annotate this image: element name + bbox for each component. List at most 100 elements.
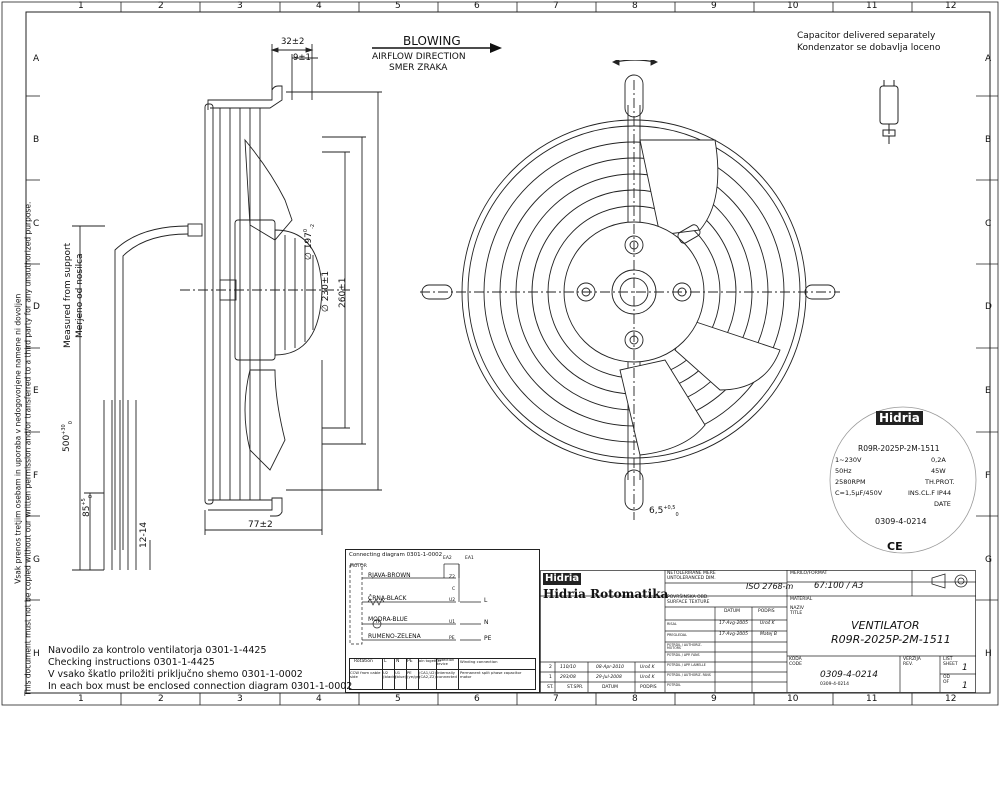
col-label: 5: [395, 694, 401, 704]
dim-12-14: 12-14: [139, 521, 149, 548]
label-freq: 50Hz: [835, 467, 852, 475]
td-l: U2 (black): [383, 670, 397, 679]
td-pe: PE (ye/gr): [407, 670, 420, 679]
td-winding: Permanent split phase capacitor motor: [460, 670, 522, 679]
th-l: L: [384, 659, 387, 664]
rev-sprem: 293/08: [560, 675, 576, 680]
col-label: 7: [553, 1, 559, 11]
wire-brown: RJAVA-BROWN: [368, 572, 411, 579]
col-label: 1: [78, 1, 84, 11]
td-join: (CA1,U2) (CA2,Z2): [419, 670, 437, 679]
capacitor-note-en: Capacitor delivered separately: [797, 31, 936, 41]
col-label: 3: [237, 694, 243, 704]
tp-label: TP: [375, 620, 381, 625]
tol-label: NETOLERIRANE MERE UNTOLERANCED DIM.: [667, 571, 716, 581]
row-label: G: [33, 555, 40, 565]
row-label: A: [33, 54, 40, 64]
instruction-1: Navodilo za kontrolo ventilatorja 0301-1…: [48, 645, 267, 656]
fan-side-view: [72, 44, 382, 571]
sign-row-sign: Uroš K: [760, 621, 775, 626]
label-model: R09R-2025P-2M-1511: [858, 444, 940, 453]
tol-value: ISO 2768-m: [746, 582, 794, 591]
terminal-u2: U2: [449, 598, 456, 603]
drawing-title-2: R09R-2025P-2M-1511: [831, 633, 951, 646]
naziv-label: NAZIV TITLE: [790, 606, 804, 616]
sign-row-date: 17-Avg-2005: [719, 632, 749, 637]
capacitor-icon: [879, 80, 899, 144]
dim-260: 260±1: [338, 277, 348, 308]
sign-row-label: POTRDIL / AUTHORIZ. FANS: [667, 673, 711, 677]
fan-front-view: [420, 60, 840, 520]
koda-label: KODA CODE: [789, 657, 802, 667]
row-label: C: [33, 219, 40, 229]
airflow-title: BLOWING: [403, 34, 461, 48]
sign-row-date: 17-Avg-2005: [719, 621, 749, 626]
od-label: OD OF: [943, 675, 951, 685]
td-rotation: CCW from cable side: [350, 670, 381, 679]
col-label: 7: [553, 694, 559, 704]
drawing-title-1: VENTILATOR: [851, 619, 920, 632]
col-label: 6: [474, 694, 480, 704]
company-name: Hidria Rotomatika: [543, 587, 669, 601]
col-label: 4: [316, 694, 322, 704]
list-label: LIST SHEET: [943, 657, 958, 667]
dim-32: 32±2: [281, 37, 305, 47]
scale-value: 67:100 / A3: [814, 581, 864, 591]
th-n: N: [396, 659, 400, 664]
row-label: G: [985, 555, 992, 565]
title-block-logo: Hidria: [543, 573, 582, 585]
wire-yellow-green: RUMENO-ZELENA: [368, 633, 421, 640]
list-value: 1: [962, 663, 968, 673]
connecting-diagram: [345, 549, 540, 693]
rev-st: 2: [549, 665, 552, 670]
th-join: Join together: [418, 659, 442, 663]
label-plate-circle: [829, 406, 977, 554]
label-code: 0309-4-0214: [875, 517, 927, 526]
surface-label: POVRŠINSKA OBD. SURFACE TEXTURE: [667, 595, 710, 605]
row-label: A: [985, 54, 992, 64]
row-label: B: [33, 135, 40, 145]
th-winding: Winding connection: [460, 659, 498, 664]
out-pe: PE: [484, 635, 492, 642]
col-label: 9: [711, 1, 717, 11]
dim-230: ∅ 230±1: [321, 270, 331, 312]
row-label: D: [985, 302, 992, 312]
col-label: 5: [395, 1, 401, 11]
sign-row-label: POTRDIL: [667, 683, 681, 687]
sign-row-sign: Matej B: [760, 632, 777, 637]
col-label: 2: [158, 694, 164, 704]
row-label: E: [33, 386, 39, 396]
cap-label: C: [452, 587, 456, 592]
measured-en: Measured from support: [63, 242, 73, 348]
dim-6-5: 6,5+0,50: [649, 505, 679, 518]
col-label: 10: [787, 1, 799, 11]
rev-header: ST.: [547, 685, 554, 690]
label-cap: C=1,5µF/450V: [835, 489, 883, 497]
terminal-pe: PE: [449, 636, 455, 641]
row-label: F: [33, 471, 39, 481]
out-l: L: [484, 597, 488, 604]
th-rotation: Rotation: [354, 659, 373, 664]
dim-500: 500+300: [61, 421, 74, 452]
sign-row-label: POTRDIL / APP. LAMELLE: [667, 663, 706, 667]
td-protection: Internally connected: [437, 670, 457, 679]
material-label: MATERIAL: [790, 597, 813, 602]
connecting-title: Connecting diagram 0301-1-0002: [349, 552, 443, 558]
verzija-label: VERZIJA REV.: [903, 657, 921, 667]
scale-label: MERILO/FORMAT: [790, 571, 828, 576]
wiring-schematic: [349, 563, 481, 645]
airflow-arrow-icon: [372, 43, 502, 53]
col-label: 9: [711, 694, 717, 704]
sign-row-label: PREGLEDAL: [667, 633, 687, 637]
koda-small: 0309-4-0214: [820, 682, 850, 687]
col-label: 8: [632, 1, 638, 11]
col-label: 6: [474, 1, 480, 11]
title-block-grid: [540, 570, 976, 693]
dim-85: 85+50: [81, 494, 94, 517]
col-label: 11: [866, 1, 878, 11]
airflow-line2: AIRFLOW DIRECTION: [372, 52, 466, 62]
col-label: 1: [78, 694, 84, 704]
th-protection: Protection device: [436, 658, 455, 666]
rev-header: PODPIS: [640, 685, 657, 690]
connection-table: [349, 658, 536, 690]
